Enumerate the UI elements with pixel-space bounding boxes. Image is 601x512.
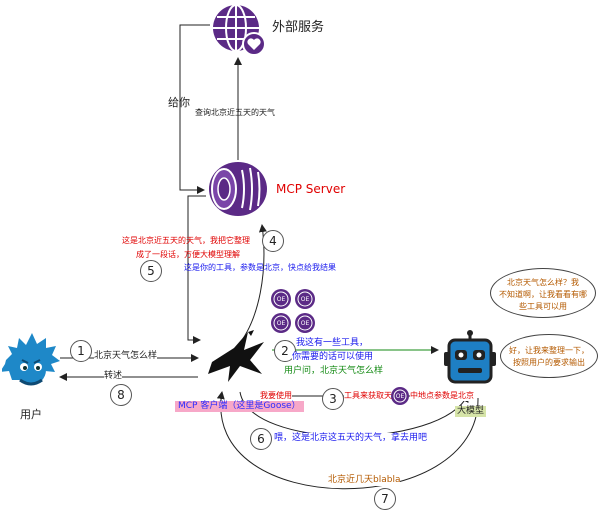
tool-icon-text-3: OE: [277, 320, 286, 327]
query-weather-label: 查询北京近五天的天气: [195, 108, 275, 117]
mcp-client-label: MCP 客户端（这里是Goose）: [175, 401, 304, 413]
llm-tool-call-text-a: 我要使用: [260, 391, 292, 401]
llm-answer-text: 北京近几天blabla: [328, 475, 401, 487]
step-8-badge: 8: [110, 384, 132, 406]
client-to-llm-text-line2: 你需要的话可以使用: [292, 352, 374, 364]
tools-message-text: 这是你的工具，参数是北京，快点给我结果: [184, 263, 336, 272]
mcp-server-icon: [204, 160, 268, 218]
globe-icon: [206, 2, 268, 58]
step-4-badge: 4: [262, 230, 284, 252]
step-6-badge: 6: [250, 428, 272, 450]
arrow-server-to-client: [187, 195, 206, 344]
user-question-text: 北京天气怎么样: [94, 351, 158, 363]
goose-icon: [204, 330, 270, 384]
summary-text-line1: 这是北京近五天的天气，我把它整理: [122, 236, 250, 245]
client-return-text: 喂，这是北京这五天的天气，拿去用吧: [274, 433, 428, 445]
tool-icons-group: OE OE OE OE: [270, 288, 316, 334]
llm-tool-call-text-c: 中地点参数是北京: [410, 391, 474, 401]
summary-text-line2: 成了一段话，方便大模型理解: [136, 250, 240, 259]
user-avatar: [0, 330, 60, 392]
thought-line-2: 不知道啊，让我看看有哪: [499, 290, 587, 299]
tool-icon-text-2: OE: [301, 296, 310, 303]
client-to-llm-text-line3: 用户问，北京天气怎么样: [284, 366, 384, 376]
user-label: 用户: [20, 408, 42, 421]
tool-icon-text-1: OE: [277, 296, 286, 303]
reply-bubble: 好，让我来整理一下， 按照用户的要求输出: [500, 334, 598, 378]
step-7-badge: 7: [374, 488, 396, 510]
arrow-external-to-server: [179, 24, 210, 194]
step-5-badge: 5: [140, 260, 162, 282]
client-to-llm-text-line1: 我这有一些工具，: [296, 338, 369, 348]
robot-icon: [440, 330, 500, 390]
forward-text: 转述: [104, 371, 123, 383]
llm-label: 大模型: [455, 406, 487, 418]
external-service-label: 外部服务: [272, 20, 325, 35]
thought-bubble: 北京天气怎么样？我 不知道啊，让我看看有哪 些工具可以用: [490, 268, 596, 318]
tool-icon-text-small: OE: [396, 393, 405, 400]
step-2-badge: 2: [274, 340, 296, 362]
thought-line-3: 些工具可以用: [519, 302, 567, 311]
step-1-badge: 1: [70, 340, 92, 362]
reply-line-2: 按照用户的要求输出: [513, 358, 585, 367]
mcp-server-label: MCP Server: [276, 182, 346, 196]
step-3-badge: 3: [322, 388, 344, 410]
tool-icon-text-4: OE: [301, 320, 310, 327]
tool-icon-small: OE: [390, 386, 410, 406]
give-you-label: 给你: [168, 96, 190, 109]
thought-line-1: 北京天气怎么样？我: [507, 278, 579, 287]
llm-tool-call-text-b: 工具来获取天气，: [344, 391, 408, 401]
reply-line-1: 好，让我来整理一下，: [509, 346, 589, 355]
